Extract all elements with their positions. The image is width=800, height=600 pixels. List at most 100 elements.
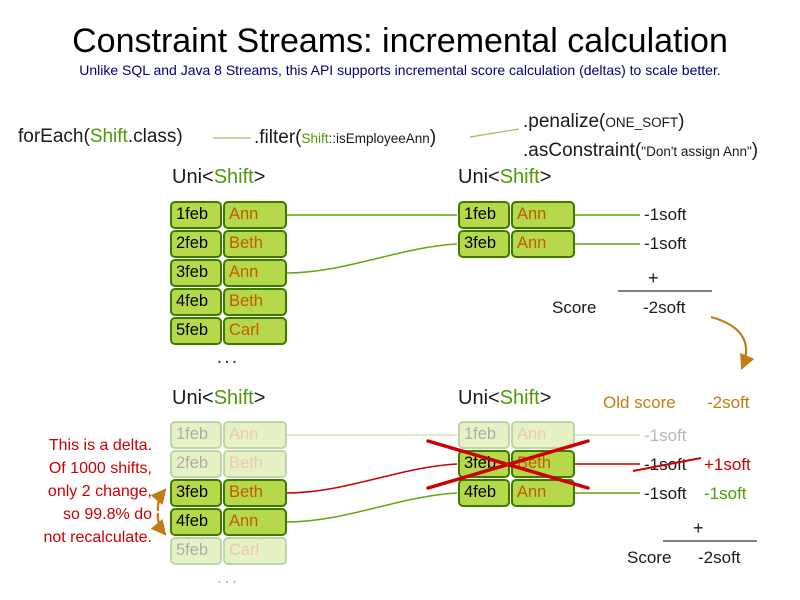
old-score-label: Old score [603,393,676,412]
shift-employee-cell: Ann [511,421,575,449]
delta-note-line: Of 1000 shifts, [48,460,152,477]
shift-employee-cell: Carl [223,537,287,565]
shift-employee-cell: Ann [223,508,287,536]
code-class-name: Shift [89,126,128,147]
shift-employee-cell: Ann [511,479,575,507]
shift-date-cell: 1feb [458,201,510,229]
row-score-stale: -1soft [644,426,687,445]
shift-date-cell: 2feb [170,230,222,258]
score-total: -2soft [643,298,686,317]
shift-date-cell: 1feb [170,201,222,229]
header-text: > [539,387,552,409]
old-score-arrow-icon [710,315,755,371]
code-penalize: .penalize(ONE_SOFT) [523,111,684,133]
shift-date-cell: 4feb [458,479,510,507]
shift-employee-cell: Ann [223,201,287,229]
header-text: > [253,166,266,188]
page-title: Constraint Streams: incremental calculat… [72,22,728,60]
header-text: Uni< [172,166,214,188]
code-text: ::isEmployeeAnn [328,131,430,146]
table-ellipsis: ... [216,346,240,368]
shift-date-cell: 3feb [458,450,510,478]
header-text: > [539,166,552,188]
shift-date-cell: 3feb [170,479,222,507]
delta-note-line: so 99.8% do [63,506,152,523]
shift-employee-cell: Ann [223,421,287,449]
code-text: .class) [127,126,183,147]
header-type: Shift [213,166,254,188]
delta-note-line: not recalculate. [43,529,152,546]
code-text: forEach( [18,126,90,147]
code-text: .asConstraint( [523,140,642,161]
sum-plus-sign: + [648,268,659,288]
row-score-delta-positive: +1soft [704,455,751,474]
code-foreach: forEach(Shift.class) [18,126,183,148]
code-string: "Don't assign Ann" [641,144,752,159]
score-total: -2soft [698,548,741,567]
shift-employee-cell: Carl [223,317,287,345]
header-type: Shift [499,387,540,409]
header-text: Uni< [458,166,500,188]
row-score: -1soft [644,484,687,503]
row-score-delta-negative: -1soft [704,484,747,503]
shift-date-cell: 2feb [170,450,222,478]
sum-plus-sign: + [693,518,704,538]
score-caption: Score [627,548,672,567]
header-text: Uni< [458,387,500,409]
uni-shift-header-top-right: Uni<Shift> [458,166,551,189]
shift-employee-cell: Beth [223,479,287,507]
delta-note-line: This is a delta. [48,437,152,454]
header-text: > [253,387,266,409]
delta-note: This is a delta. Of 1000 shifts, only 2 … [6,434,152,549]
shift-date-cell: 4feb [170,508,222,536]
uni-shift-header-bottom-right: Uni<Shift> [458,387,551,410]
shift-employee-cell: Beth [223,288,287,316]
shift-date-cell: 3feb [458,230,510,258]
shift-date-cell: 4feb [170,288,222,316]
shift-employee-cell: Ann [511,201,575,229]
old-score-value: -2soft [707,393,750,412]
shift-date-cell: 5feb [170,317,222,345]
shift-employee-cell: Beth [511,450,575,478]
shift-employee-cell: Ann [223,259,287,287]
row-score-retracted: -1soft [644,455,687,474]
uni-shift-header-top-left: Uni<Shift> [172,166,265,189]
code-text: ) [429,127,437,148]
code-constant: ONE_SOFT [605,115,679,130]
code-asconstraint: .asConstraint("Don't assign Ann") [523,140,758,162]
uni-shift-header-bottom-left: Uni<Shift> [172,387,265,410]
table-ellipsis: ... [216,566,240,588]
score-caption: Score [552,298,597,317]
shift-date-cell: 1feb [458,421,510,449]
shift-date-cell: 3feb [170,259,222,287]
shift-employee-cell: Beth [223,450,287,478]
code-text: ) [678,111,685,132]
row-score: -1soft [644,234,687,253]
code-class-name: Shift [301,131,329,146]
code-text: .filter( [254,127,302,148]
code-filter: .filter(Shift::isEmployeeAnn) [254,127,436,149]
shift-employee-cell: Beth [223,230,287,258]
delta-double-arrow-icon [150,488,167,536]
header-type: Shift [213,387,254,409]
shift-date-cell: 5feb [170,537,222,565]
shift-employee-cell: Ann [511,230,575,258]
page-subtitle: Unlike SQL and Java 8 Streams, this API … [79,62,721,78]
row-score: -1soft [644,205,687,224]
